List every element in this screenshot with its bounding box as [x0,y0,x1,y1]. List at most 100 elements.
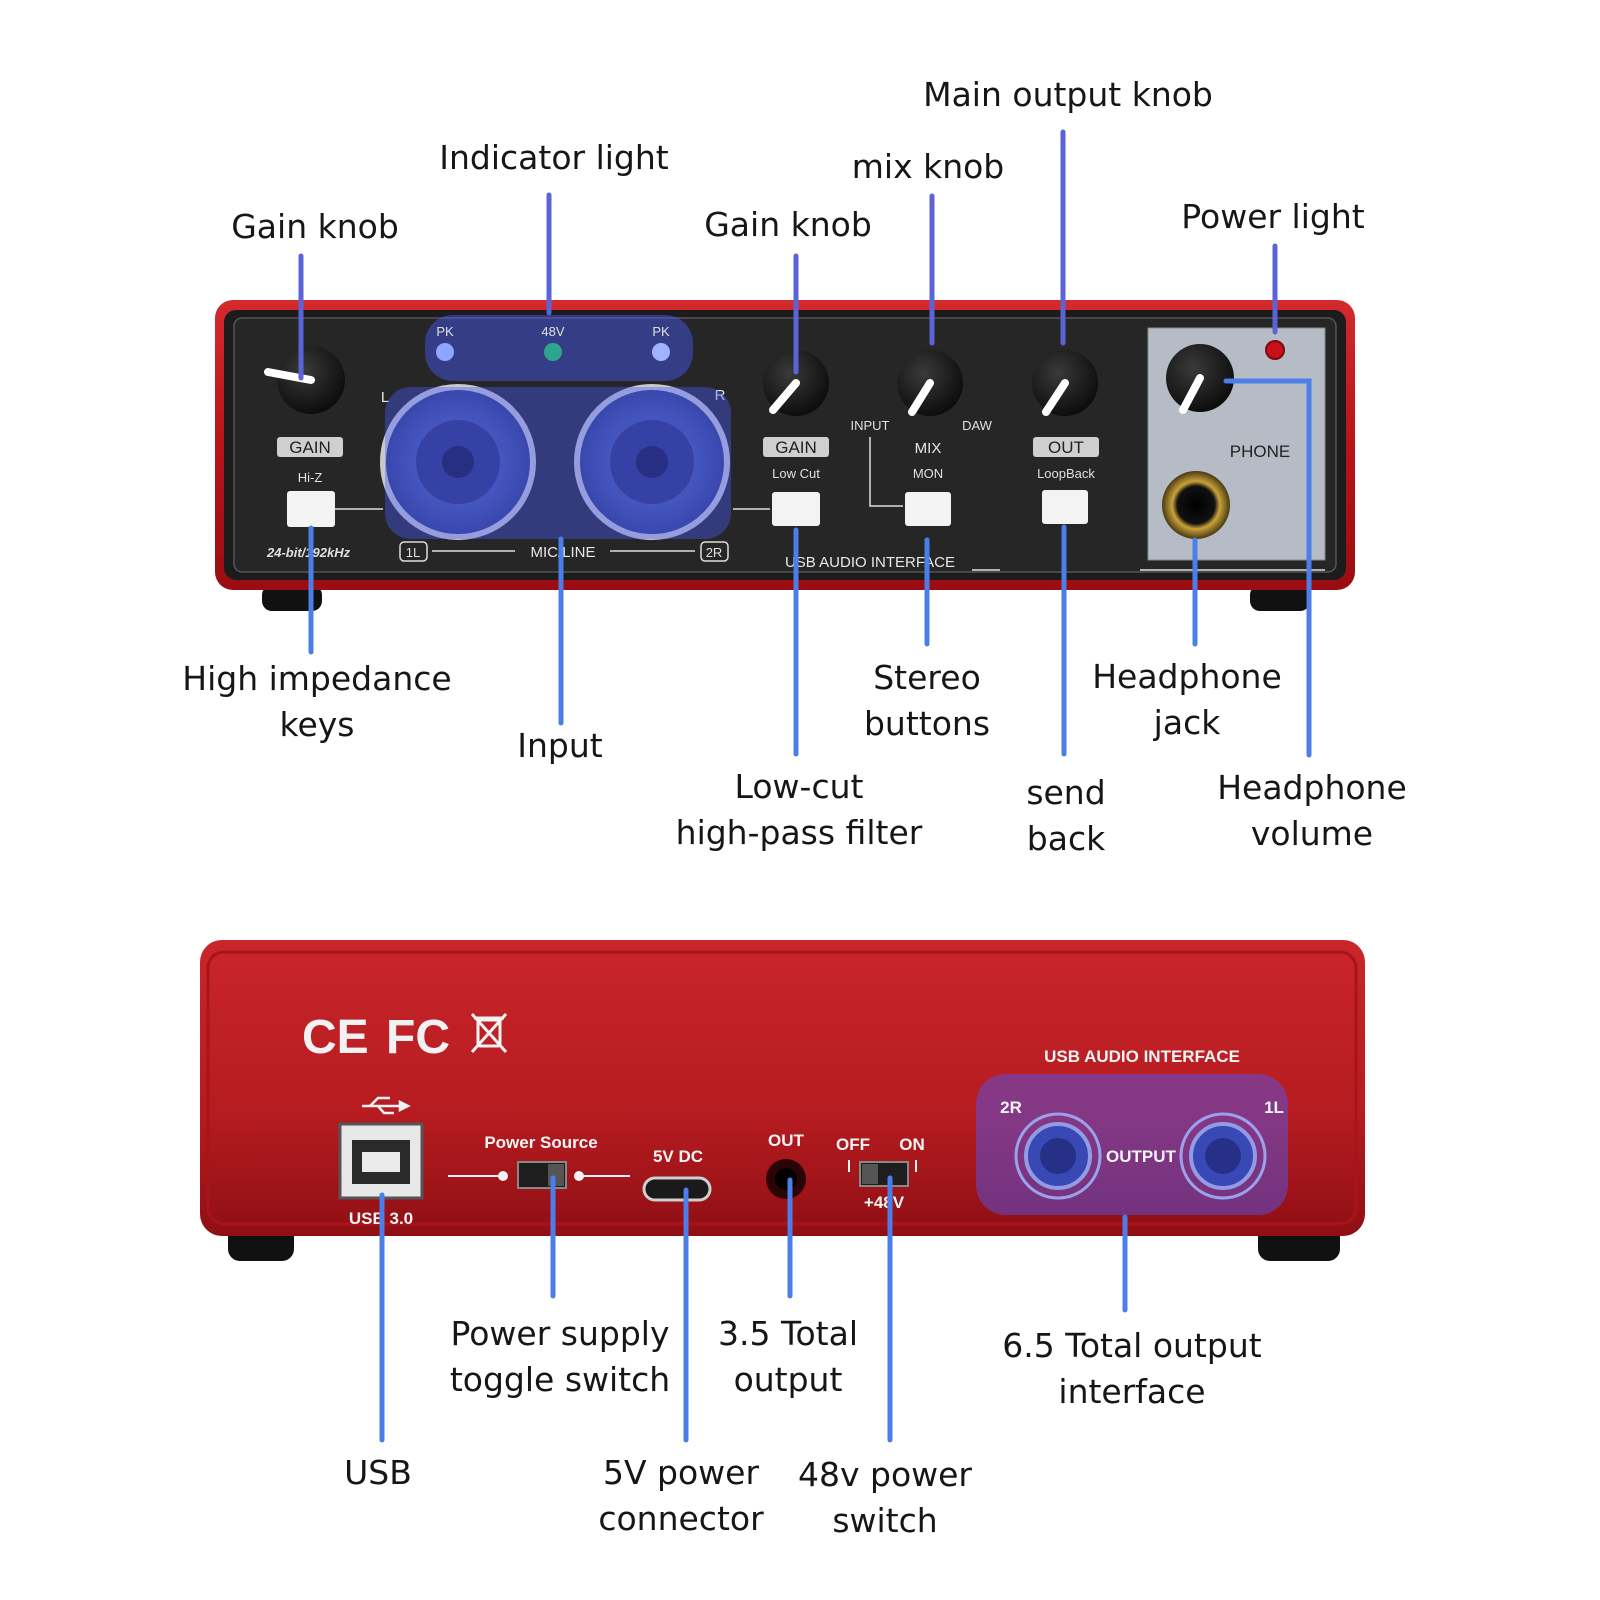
label-high-impedance-2: keys [280,705,355,744]
label-low-cut-2: high-pass filter [676,813,923,852]
label-high-impedance-1: High impedance [182,659,451,698]
r-label: R [715,387,726,404]
mon-button[interactable] [905,492,951,526]
label-send-back-2: back [1027,819,1106,858]
back-leader-lines [379,1175,1128,1443]
usb-icon [362,1096,411,1115]
back-device: CE FC USB 3.0 Power Source 5V DC [200,940,1365,1261]
gain-right-label: GAIN [775,438,817,457]
out-label: OUT [1048,438,1084,457]
plus48v-label: +48V [864,1193,905,1212]
headphone-jack[interactable] [1162,471,1230,539]
5v-dc-label: 5V DC [653,1147,703,1166]
silk-dot [498,1171,508,1181]
gain-left-plate [277,437,343,457]
out-plate [1033,437,1099,457]
xlr-input-1[interactable] [380,384,536,540]
label-power-toggle-1: Power supply [451,1314,670,1353]
label-input: Input [517,726,603,765]
output-highlight [976,1074,1288,1215]
label-35-out-2: output [734,1360,843,1399]
label-low-cut-1: Low-cut [735,767,864,806]
label-headphone-volume-2: volume [1251,814,1373,853]
label-48v-1: 48v power [798,1455,972,1494]
back-labels: USB Power supply toggle switch 5V power … [344,1314,1262,1540]
gain-left-label: GAIN [289,438,331,457]
ch2-label: 2R [706,545,723,560]
label-headphone-jack-2: jack [1153,703,1222,742]
mix-label: MIX [915,440,942,457]
mon-label: MON [913,466,943,481]
pk-left-label: PK [436,324,454,339]
label-mix-knob: mix knob [852,147,1005,186]
headphone-volume-knob[interactable] [1166,344,1234,414]
off-label: OFF [836,1135,870,1154]
output-1l-jack[interactable] [1179,1112,1267,1200]
ch2-badge [700,541,729,562]
output-label: OUTPUT [1106,1147,1177,1166]
input-label: INPUT [851,418,890,433]
label-power-toggle-2: toggle switch [450,1360,670,1399]
label-headphone-volume-1: Headphone [1217,768,1407,807]
main-output-knob[interactable] [1032,350,1098,416]
low-cut-button[interactable] [772,492,820,526]
loopback-button[interactable] [1042,490,1088,524]
label-5v-1: 5V power [603,1453,759,1492]
on-label: ON [899,1135,925,1154]
pk-left-led [436,343,454,361]
label-stereo-1: Stereo [873,658,981,697]
gain-knob-right[interactable] [763,350,829,416]
mix-knob[interactable] [897,350,963,416]
label-power-light: Power light [1181,197,1364,236]
usb-c-port[interactable] [642,1176,712,1202]
label-main-output-knob: Main output knob [923,75,1213,114]
ch1-label: 1L [406,545,420,560]
gain-right-plate [763,437,829,457]
label-usb: USB [344,1453,412,1492]
label-send-back-1: send [1026,773,1105,812]
label-48v-2: switch [832,1501,937,1540]
label-35-out-1: 3.5 Total [718,1314,858,1353]
label-stereo-2: buttons [864,704,990,743]
label-gain-knob-right: Gain knob [704,205,872,244]
daw-label: DAW [962,418,993,433]
pk-right-label: PK [652,324,670,339]
front-leader-lines [298,129,1312,758]
ch1-back-label: 1L [1264,1098,1284,1117]
out-label-back: OUT [768,1131,805,1150]
power-source-slider [548,1164,564,1186]
48v-slider [862,1164,878,1184]
48v-led [544,343,562,361]
silk-dot [574,1171,584,1181]
label-65-out-2: interface [1058,1372,1205,1411]
label-gain-knob-left: Gain knob [231,207,399,246]
l-label: L [381,389,389,406]
48v-label: 48V [541,324,564,339]
foot [262,585,322,611]
input-highlight [385,387,731,539]
silk-line [869,437,903,507]
xlr-input-2[interactable] [574,384,730,540]
low-cut-label: Low Cut [772,466,820,481]
label-5v-2: connector [598,1499,764,1538]
output-2r-jack[interactable] [1014,1112,1102,1200]
power-source-label: Power Source [484,1133,597,1152]
gain-knob-left[interactable] [264,346,345,414]
back-chassis-edge [206,950,1358,1226]
foot [1250,585,1310,611]
loopback-label: LoopBack [1037,466,1095,481]
usb-audio-interface-front: USB AUDIO INTERFACE [785,554,955,571]
front-device: PK 48V PK GAIN Hi-Z L R 24-bit/192kHz [215,300,1355,611]
spec-label: 24-bit/192kHz [266,545,351,560]
power-led [1265,340,1285,360]
front-labels: Gain knob Indicator light Gain knob mix … [182,75,1407,858]
hiz-button[interactable] [287,491,335,527]
label-indicator-light: Indicator light [439,138,669,177]
pk-right-led [652,343,670,361]
ch1-badge [399,541,428,562]
leader-headphone-volume [1223,378,1312,758]
ce-mark: CE [302,1011,369,1064]
phone-label: PHONE [1230,442,1290,461]
label-headphone-jack-1: Headphone [1092,657,1282,696]
